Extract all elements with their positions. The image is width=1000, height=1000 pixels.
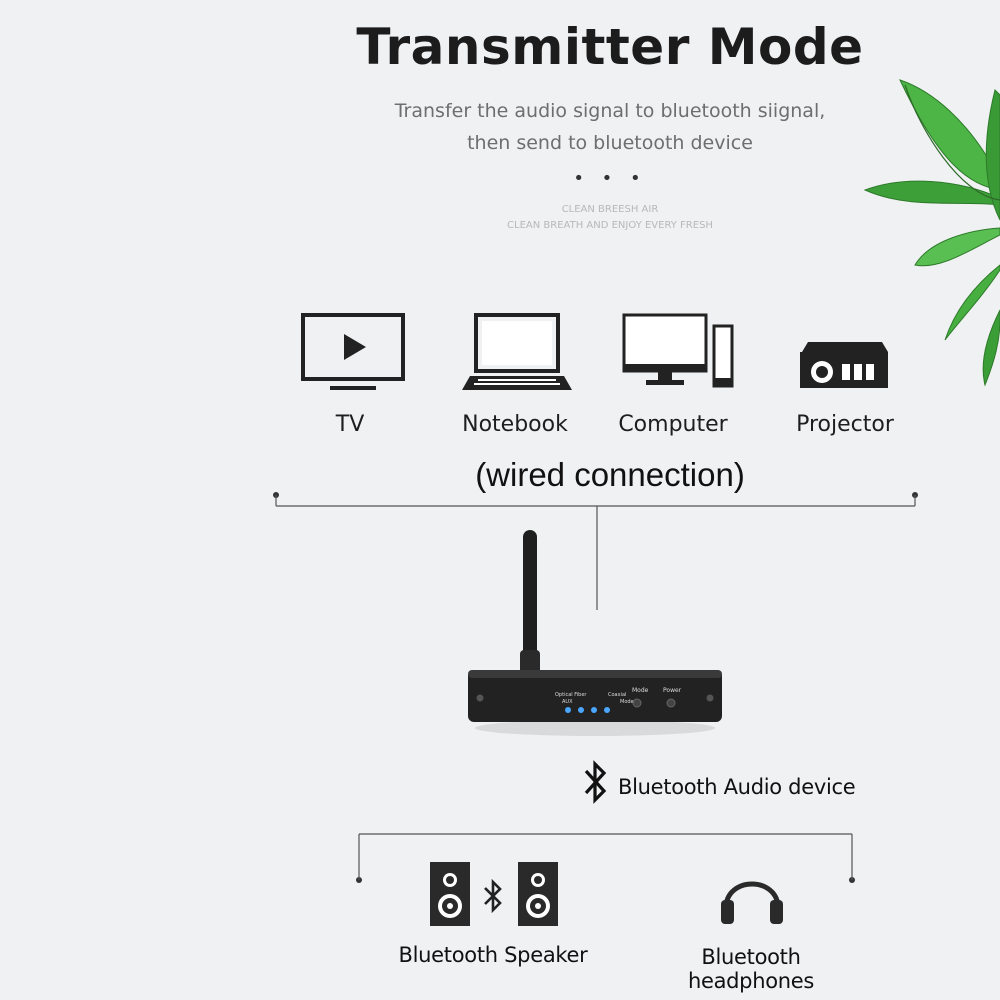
bluetooth-speaker-label: Bluetooth Speaker	[398, 943, 588, 967]
source-label-computer: Computer	[618, 412, 728, 437]
desktop-computer-icon	[622, 313, 734, 388]
wired-connection-label: (wired connection)	[475, 456, 745, 493]
panel-coaxial: Coaxial	[608, 692, 626, 698]
subtitle-line-1: Transfer the audio signal to bluetooth s…	[394, 100, 826, 122]
speaker-icon	[430, 862, 470, 926]
headphones-icon	[721, 881, 783, 924]
transmitter-device: Optical Fiber AUX Coaxial Mode Mode Powe…	[468, 530, 722, 736]
source-label-tv: TV	[335, 412, 365, 437]
projector-icon	[800, 342, 888, 388]
laptop-icon	[462, 313, 572, 390]
tagline-2: CLEAN BREATH AND ENJOY EVERY FRESH	[507, 220, 713, 231]
panel-mode: Mode	[632, 687, 649, 694]
speaker-icon-right	[518, 862, 558, 926]
source-label-notebook: Notebook	[462, 412, 568, 437]
bluetooth-audio-device-label: Bluetooth Audio device	[618, 775, 856, 799]
tagline-1: CLEAN BREESH AIR	[561, 204, 659, 215]
bluetooth-small-icon	[484, 878, 502, 914]
panel-mode-small: Mode	[620, 699, 634, 705]
panel-optical-fiber: Optical Fiber	[555, 692, 587, 698]
panel-aux: AUX	[562, 699, 573, 705]
page-title: Transmitter Mode	[356, 18, 864, 76]
bluetooth-headphones-label: Bluetooth headphones	[687, 945, 815, 993]
tv-play-icon	[301, 313, 405, 390]
source-label-projector: Projector	[796, 412, 894, 437]
bluetooth-icon	[584, 760, 607, 804]
panel-power: Power	[663, 687, 682, 694]
separator-dots: • • •	[573, 168, 647, 189]
leaves-decoration	[863, 79, 1000, 387]
subtitle-line-2: then send to bluetooth device	[467, 132, 753, 154]
